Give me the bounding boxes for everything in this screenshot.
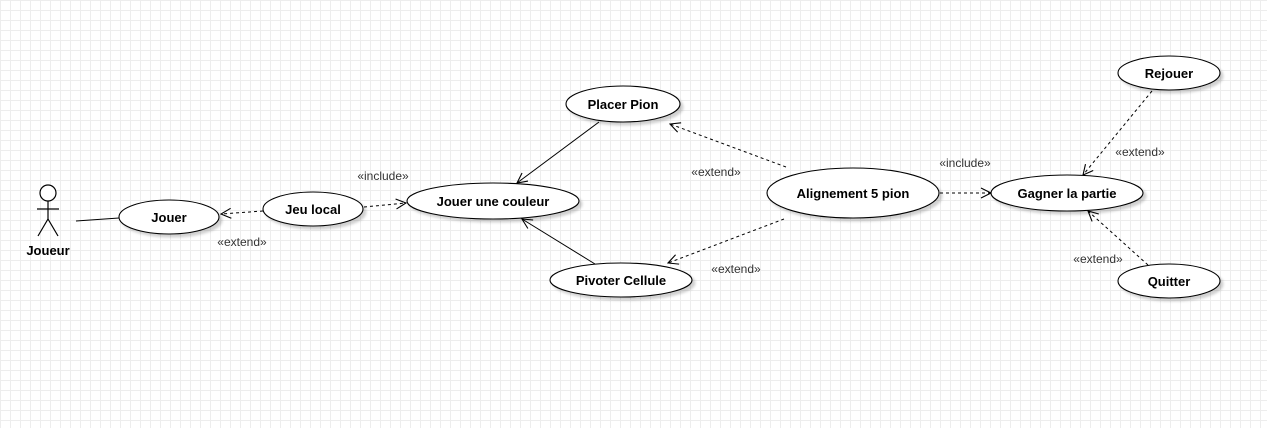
use-case-label: Rejouer (1145, 66, 1193, 81)
use-case-pivoter-cellule[interactable]: Pivoter Cellule (549, 262, 693, 298)
use-case-label: Quitter (1148, 274, 1191, 289)
use-case-shape (118, 199, 220, 235)
stereotype-extend-placer: «extend» (691, 165, 741, 179)
actor-left-leg (37, 218, 49, 237)
actor-head (39, 184, 57, 202)
stereotype-include-jouer-couleur: «include» (357, 169, 409, 183)
use-case-alignement-5-pion[interactable]: Alignement 5 pion (766, 167, 940, 219)
use-case-shape (565, 85, 681, 123)
relation-alignement-to-placer (670, 124, 787, 168)
use-case-shape (1117, 263, 1221, 299)
stereotype-extend-rejouer: «extend» (1115, 145, 1165, 159)
relation-pivoter-to-jouer-couleur (522, 219, 596, 265)
use-case-label: Pivoter Cellule (576, 273, 666, 288)
use-case-label: Jouer (151, 210, 186, 225)
use-case-shape (549, 262, 693, 298)
relation-placer-to-jouer-couleur (517, 121, 600, 183)
relation-jeu-local-to-jouer (221, 211, 264, 214)
use-case-quitter[interactable]: Quitter (1117, 263, 1221, 299)
use-case-placer-pion[interactable]: Placer Pion (565, 85, 681, 123)
relations (221, 90, 1153, 266)
stereotype-extend-pivoter: «extend» (711, 262, 761, 276)
relation-alignement-to-pivoter (668, 218, 785, 263)
actor-joueur[interactable]: Joueur (26, 184, 70, 258)
use-case-shape (406, 182, 580, 220)
use-case-label: Jouer une couleur (437, 194, 550, 209)
relation-quitter-to-gagner (1088, 211, 1149, 266)
stereotype-include-gagner: «include» (939, 156, 991, 170)
association-joueur-jouer (75, 217, 120, 222)
use-case-shape (1117, 55, 1221, 91)
stereotype-extend-quitter: «extend» (1073, 252, 1123, 266)
use-case-label: Jeu local (285, 202, 341, 217)
use-case-label: Alignement 5 pion (797, 186, 910, 201)
use-case-shape (990, 174, 1144, 212)
use-case-shape (766, 167, 940, 219)
actor-right-leg (47, 218, 59, 237)
use-case-jouer-une-couleur[interactable]: Jouer une couleur (406, 182, 580, 220)
use-case-label: Gagner la partie (1018, 186, 1117, 201)
use-case-label: Placer Pion (588, 97, 659, 112)
use-case-shape (262, 191, 364, 227)
stereotype-extend-jouer: «extend» (217, 235, 267, 249)
use-case-jeu-local[interactable]: Jeu local (262, 191, 364, 227)
actor-label: Joueur (26, 243, 69, 258)
use-case-jouer[interactable]: Jouer (118, 199, 220, 235)
use-case-gagner-la-partie[interactable]: Gagner la partie (990, 174, 1144, 212)
use-case-rejouer[interactable]: Rejouer (1117, 55, 1221, 91)
relation-rejouer-to-gagner (1083, 90, 1153, 175)
relation-jeu-local-to-jouer-couleur (363, 203, 406, 207)
